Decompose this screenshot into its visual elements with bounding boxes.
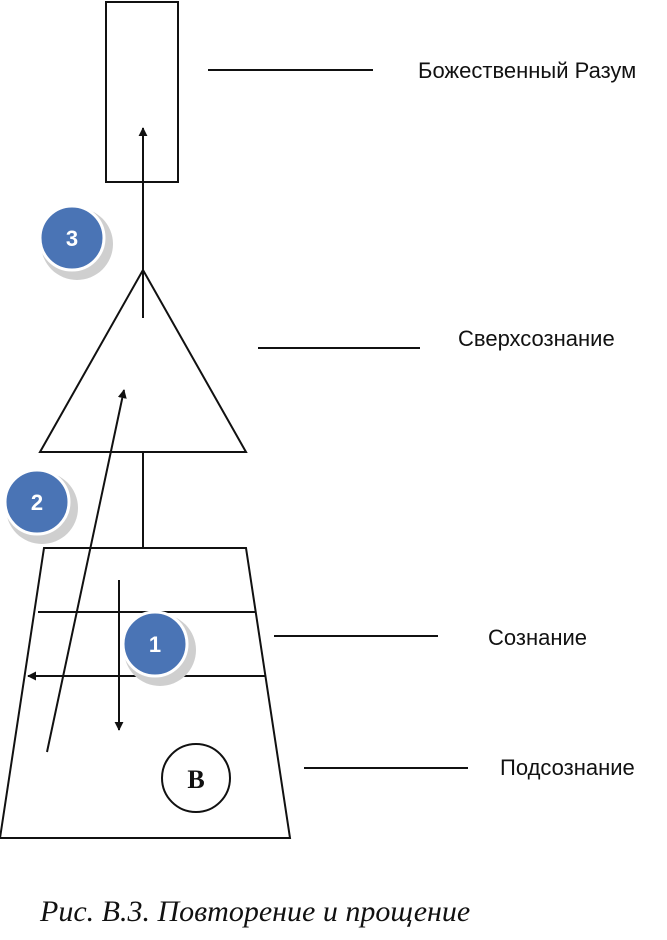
badge-2: 2	[3, 468, 78, 544]
badge-3: 3	[38, 204, 113, 280]
personality-trapezoid	[0, 547, 292, 839]
label-divine-mind: Божественный Разум	[418, 58, 637, 83]
badge-1-number: 1	[149, 632, 161, 657]
badge-2-number: 2	[31, 490, 43, 515]
center-letter: B	[187, 765, 204, 794]
badge-3-number: 3	[66, 226, 78, 251]
label-superconscious: Сверхсознание	[458, 326, 615, 351]
badge-1: 1	[121, 610, 196, 686]
figure-caption: Рис. В.3. Повторение и прощение	[40, 895, 471, 928]
label-subconscious: Подсознание	[500, 755, 635, 780]
arrow-diagonal-up	[46, 389, 127, 753]
label-conscious: Сознание	[488, 625, 588, 650]
center-b-marker: B	[161, 743, 231, 813]
